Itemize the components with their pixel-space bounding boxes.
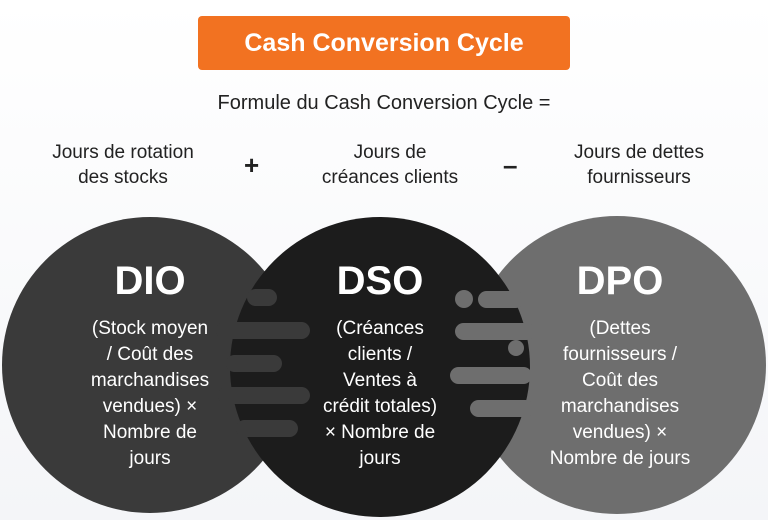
term-dpo-line2: fournisseurs bbox=[587, 167, 691, 188]
dpo-desc-line: Nombre de jours bbox=[549, 448, 691, 469]
dso-desc-line: × Nombre de bbox=[324, 422, 436, 443]
dio-connectors bbox=[216, 288, 310, 437]
dso-desc-line: clients / bbox=[347, 344, 413, 365]
dio-connector-pill-5 bbox=[236, 420, 298, 437]
dio-connector-pill-2 bbox=[216, 322, 310, 339]
dpo-content: DPO (Dettes fournisseurs / Coût des marc… bbox=[510, 258, 730, 472]
term-dpo-line1: Jours de dettes bbox=[574, 142, 704, 163]
term-dio-line2: des stocks bbox=[78, 167, 168, 188]
dpo-connector-dot-2 bbox=[508, 340, 524, 356]
dio-connector-pill-3 bbox=[226, 355, 282, 372]
dpo-connector-pill-2 bbox=[455, 323, 535, 340]
plus-operator: + bbox=[244, 150, 260, 180]
dso-desc-line: crédit totales) bbox=[322, 396, 438, 417]
dpo-desc-line: Coût des bbox=[581, 370, 659, 391]
dpo-circle bbox=[468, 216, 766, 514]
dpo-connector-pill-3 bbox=[450, 367, 532, 384]
dio-desc-line: Nombre de bbox=[103, 422, 197, 443]
term-dio-line1: Jours de rotation bbox=[52, 142, 194, 163]
minus-operator: – bbox=[503, 150, 518, 180]
dpo-desc-line: vendues) × bbox=[572, 422, 668, 443]
dso-circle bbox=[230, 217, 530, 517]
term-dso-line2: créances clients bbox=[321, 167, 459, 188]
dio-abbr: DIO bbox=[114, 259, 186, 303]
dpo-connectors bbox=[450, 290, 535, 417]
term-dio: Jours de rotation des stocks bbox=[18, 140, 228, 190]
dio-connector-dot bbox=[221, 288, 239, 306]
formula-label: Formule du Cash Conversion Cycle = bbox=[217, 92, 551, 114]
dso-desc-line: (Créances bbox=[336, 318, 424, 339]
title-badge: Cash Conversion Cycle bbox=[198, 16, 570, 70]
dio-content: DIO (Stock moyen / Coût des marchandises… bbox=[40, 258, 260, 472]
dio-desc-line: marchandises bbox=[90, 370, 210, 391]
dio-connector-pill-1 bbox=[247, 289, 277, 306]
dso-desc-line: jours bbox=[359, 448, 401, 469]
dpo-connector-pill-4 bbox=[470, 400, 534, 417]
dso-content: DSO (Créances clients / Ventes à crédit … bbox=[270, 258, 490, 472]
dpo-abbr: DPO bbox=[576, 259, 664, 303]
dio-desc-line: (Stock moyen bbox=[91, 318, 209, 339]
dio-desc-line: / Coût des bbox=[106, 344, 194, 365]
dpo-desc-line: marchandises bbox=[560, 396, 680, 417]
dpo-desc-line: fournisseurs / bbox=[562, 344, 678, 365]
dso-abbr: DSO bbox=[336, 259, 424, 303]
dpo-connector-dot-1 bbox=[455, 290, 473, 308]
dpo-desc-line: (Dettes bbox=[589, 318, 651, 339]
term-dso-line1: Jours de bbox=[353, 142, 427, 163]
dio-connector-pill-4 bbox=[218, 387, 310, 404]
dpo-description: (Dettes fournisseurs / Coût des marchand… bbox=[510, 316, 730, 472]
term-dso: Jours de créances clients bbox=[280, 140, 500, 190]
dio-desc-line: vendues) × bbox=[102, 396, 198, 417]
dio-description: (Stock moyen / Coût des marchandises ven… bbox=[40, 316, 260, 472]
term-dpo: Jours de dettes fournisseurs bbox=[530, 140, 748, 190]
dso-description: (Créances clients / Ventes à crédit tota… bbox=[270, 316, 490, 472]
dpo-connector-pill-1 bbox=[478, 291, 524, 308]
title-text: Cash Conversion Cycle bbox=[244, 28, 524, 57]
dso-desc-line: Ventes à bbox=[343, 370, 417, 391]
dio-desc-line: jours bbox=[129, 448, 171, 469]
